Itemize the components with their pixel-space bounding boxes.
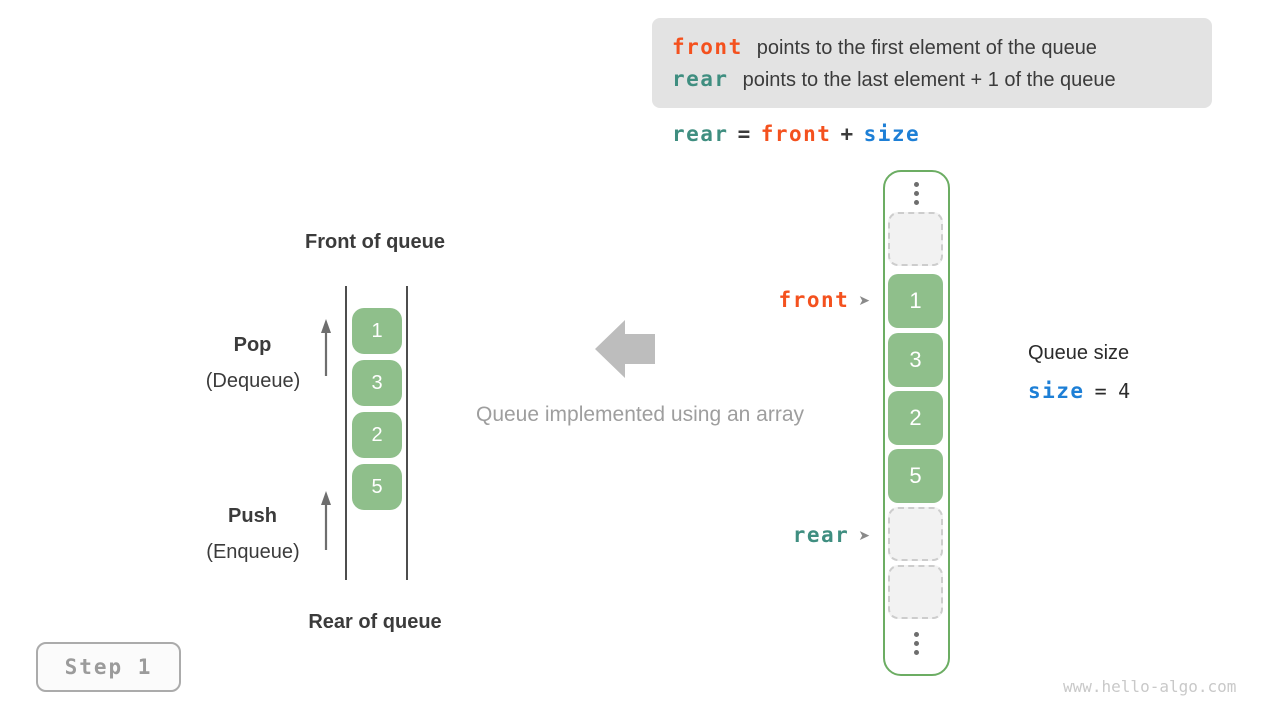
rear-keyword: rear (672, 66, 729, 91)
rear-pointer-arrow-icon: ➤ (858, 527, 870, 543)
queue-cell: 1 (352, 308, 402, 354)
left-block-arrow-icon (595, 320, 655, 378)
array-cell: 3 (888, 333, 943, 387)
legend-front-text: points to the first element of the queue (756, 36, 1097, 59)
queue-size-title: Queue size (1028, 342, 1130, 364)
watermark: www.hello-algo.com (1063, 677, 1237, 696)
dequeue-label: (Dequeue) (205, 370, 301, 392)
front-of-queue-label: Front of queue (305, 231, 445, 253)
queue-cell: 2 (352, 412, 402, 458)
step-badge: Step 1 (36, 642, 181, 692)
front-pointer-label: front (778, 288, 850, 312)
size-value: 4 (1118, 379, 1132, 403)
push-label: Push (228, 505, 277, 527)
array-panel: 1 3 2 5 (883, 170, 950, 676)
front-pointer: front ➤ (700, 288, 870, 312)
legend-rear-text: points to the last element + 1 of the qu… (742, 68, 1116, 91)
push-arrow-icon (321, 491, 331, 550)
enqueue-label: (Enqueue) (206, 541, 300, 563)
queue-cell: 5 (352, 464, 402, 510)
vertical-ellipsis-bottom-icon (885, 632, 948, 655)
formula-rear: rear (672, 122, 729, 146)
array-empty-slot (888, 507, 943, 561)
formula-size: size (863, 122, 921, 146)
front-pointer-arrow-icon: ➤ (858, 292, 870, 308)
pop-arrow-icon (321, 319, 331, 376)
pointer-formula: rear = front + size (672, 122, 920, 146)
array-cell: 5 (888, 449, 943, 503)
array-cell: 1 (888, 274, 943, 328)
legend-line-rear: rear points to the last element + 1 of t… (672, 67, 1212, 92)
formula-plus: + (840, 122, 855, 146)
front-keyword: front (672, 34, 743, 59)
array-empty-slot (888, 212, 943, 266)
formula-front: front (760, 122, 832, 146)
queue-channel-left-wall (345, 286, 347, 580)
legend-line-front: front points to the first element of the… (672, 35, 1212, 60)
pop-label: Pop (233, 334, 272, 356)
queue-size-value-line: size = 4 (1028, 379, 1132, 403)
formula-equals: = (737, 122, 752, 146)
size-keyword: size (1028, 379, 1085, 403)
pointer-legend-box: front points to the first element of the… (652, 18, 1212, 108)
rear-pointer-label: rear (792, 523, 850, 547)
array-empty-slot (888, 565, 943, 619)
rear-of-queue-label: Rear of queue (308, 611, 442, 633)
queue-channel-right-wall (406, 286, 408, 580)
vertical-ellipsis-top-icon (885, 182, 948, 205)
array-cell: 2 (888, 391, 943, 445)
queue-cell: 3 (352, 360, 402, 406)
rear-pointer: rear ➤ (700, 523, 870, 547)
size-equals: = (1094, 379, 1109, 403)
diagram-caption: Queue implemented using an array (475, 403, 805, 426)
